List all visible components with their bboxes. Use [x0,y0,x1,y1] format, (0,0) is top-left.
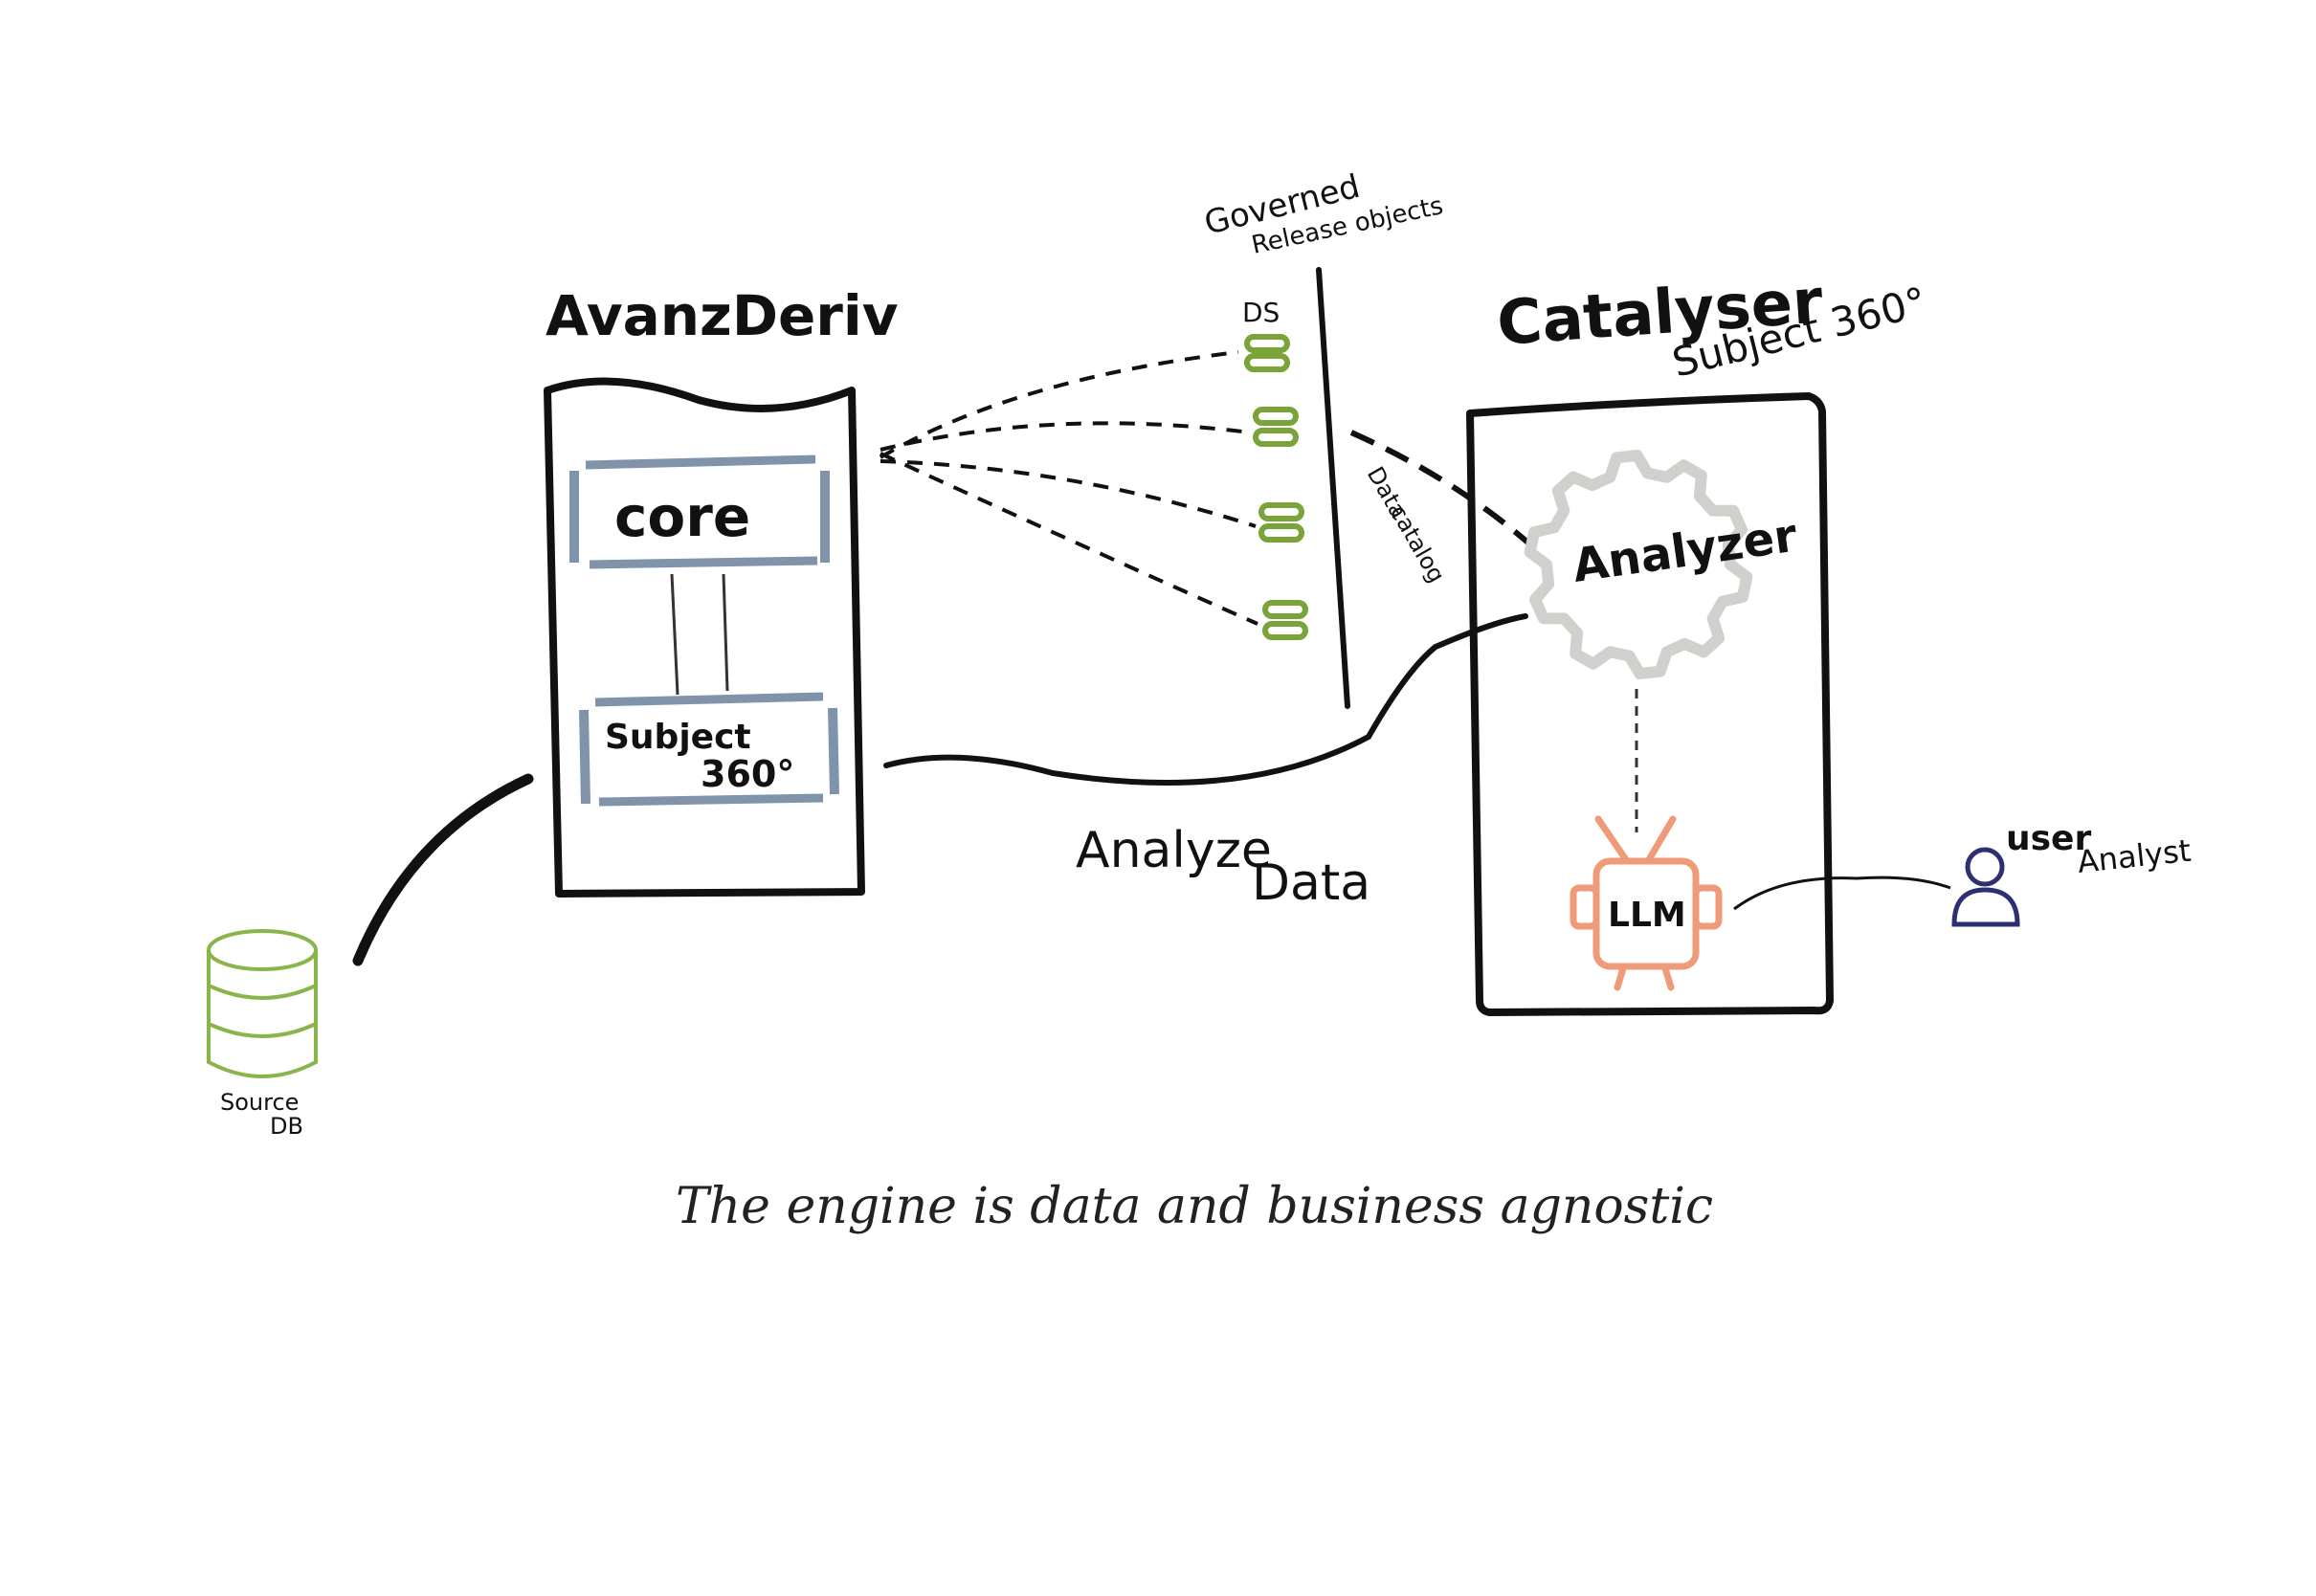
subject360-number: 360° [701,753,794,795]
llm-icon [1570,815,1723,991]
dataset-icon-4 [1262,600,1308,640]
source-db-label-1: Source [220,1089,299,1116]
footer-caption: The engine is data and business agnostic [676,1178,1713,1235]
source-db: Source DB [207,929,318,1140]
catalyser-container [1466,392,1834,1016]
analyzer-gear-icon: Analyzer [1524,450,1800,679]
governed-boundary-line [1316,267,1350,709]
dataset-icon-2 [1253,407,1299,447]
data-catalog-label-2: catalog [1385,500,1451,587]
avanzderiv-container [544,377,865,898]
core-subject-link-left [670,573,679,696]
source-to-avanz-link [352,773,534,966]
analyzer-label: Analyzer [1570,509,1800,593]
avanzderiv-block: AvanzDeriv core Subject 360° [544,283,899,898]
core-panel: core [569,454,830,569]
source-db-label-2: DB [270,1113,303,1140]
llm-label: LLM [1608,896,1686,935]
dataset-icon-1 [1244,334,1290,372]
subject360-label: Subject [605,718,751,757]
analyze-data-label-2: Data [1252,854,1370,912]
user-label: user [2006,819,2091,858]
llm-user-link [1733,876,1951,911]
user-icon [1951,847,2020,927]
catalyser-block: Catalyser Subject 360° Analyzer LLM [1466,266,1931,1016]
database-icon [207,929,318,1078]
analyst-label: Analyst [2076,832,2193,880]
subject360-panel: Subject 360° [579,692,839,807]
analyze-data-link [883,613,1528,787]
core-label: core [614,484,750,549]
ds-label: DS [1242,297,1280,328]
release-dashed-lines [879,350,1258,626]
analyze-data-label-1: Analyze [1076,822,1272,879]
core-subject-link-right [722,573,729,692]
dataset-icon-3 [1258,502,1304,543]
avanzderiv-title: AvanzDeriv [546,283,899,348]
governed-release-objects: Governed Release objects DS [879,167,1533,709]
